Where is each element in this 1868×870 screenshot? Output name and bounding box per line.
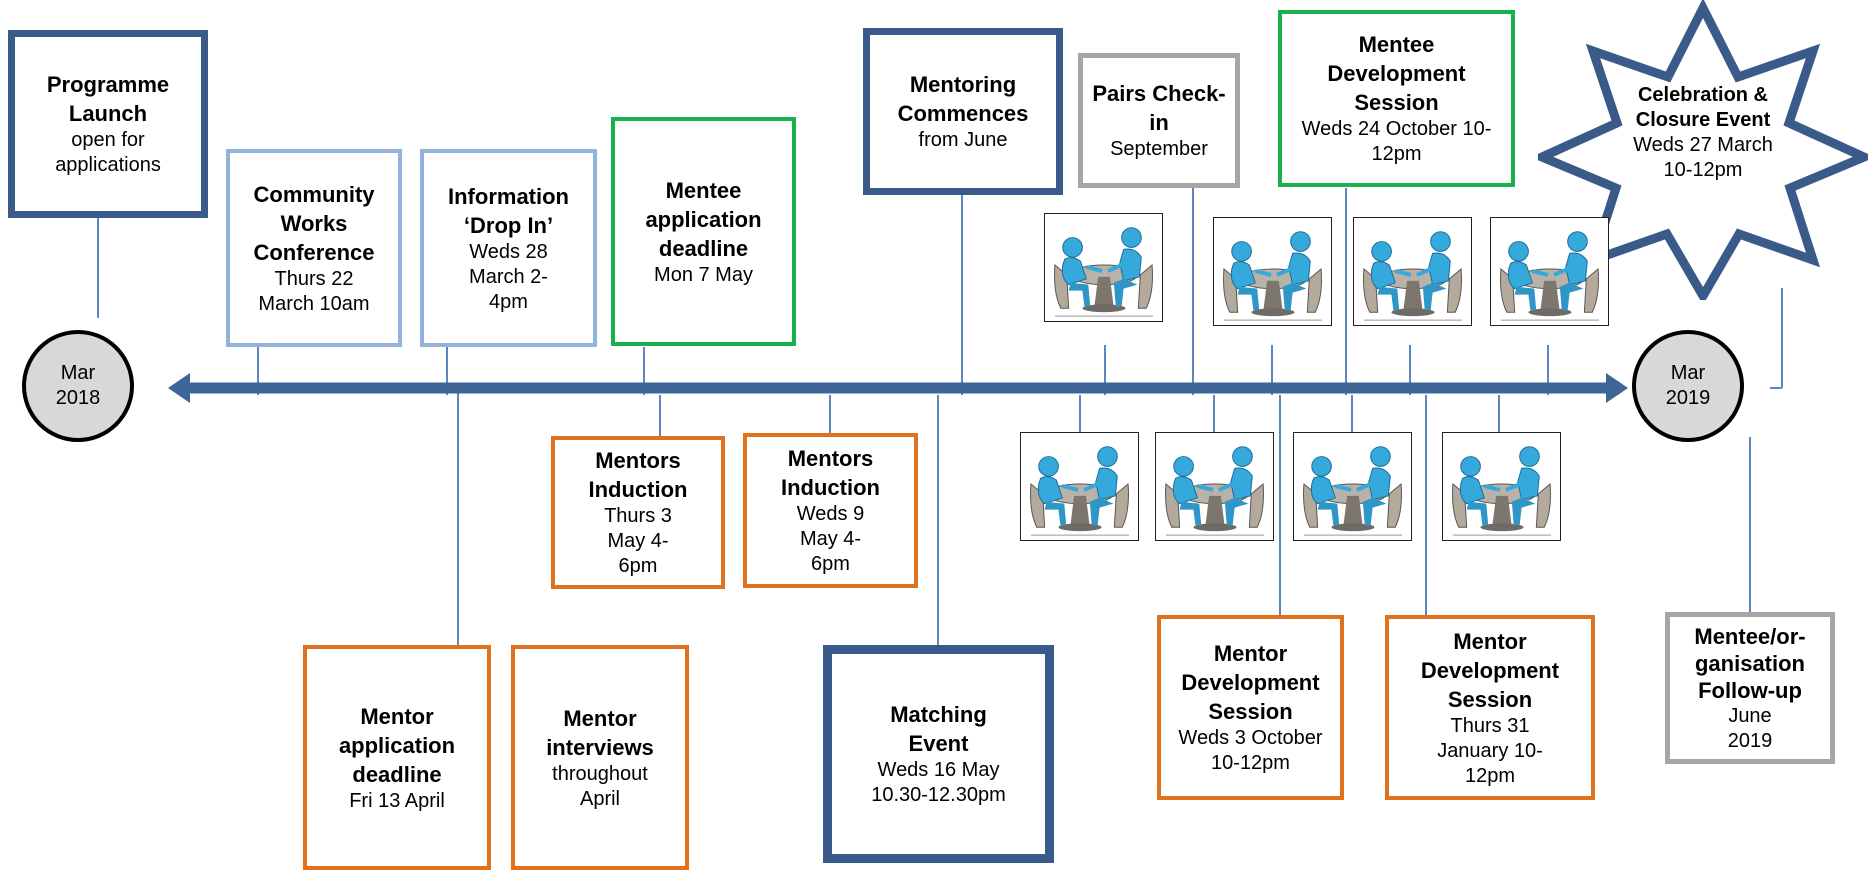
box-detail: Mon 7 May — [654, 263, 753, 286]
meeting-picture — [1020, 432, 1139, 541]
meeting-picture — [1044, 213, 1163, 322]
timeline-start-marker: Mar 2018 — [22, 330, 134, 442]
box-detail: open for applications — [55, 129, 161, 176]
mentoring-meeting-icon — [1052, 225, 1156, 319]
meeting-picture — [1293, 432, 1412, 541]
box-detail: throughout April — [552, 762, 648, 810]
box-title: Mentor Development Session — [1181, 641, 1320, 724]
follow-up-box: Mentee/or-ganisation Follow-up June 2019 — [1665, 612, 1835, 764]
box-title: Mentor application deadline — [338, 703, 456, 787]
box-detail: September — [1110, 138, 1208, 160]
box-title: Mentee/or-ganisation Follow-up — [1694, 623, 1806, 703]
timeline-end-label: Mar 2019 — [1665, 362, 1711, 409]
info-drop-in-box: Information ‘Drop In’ Weds 28 March 2-4p… — [420, 149, 597, 347]
box-detail: Weds 16 May 10.30-12.30pm — [871, 759, 1006, 806]
mentee-deadline-box: Mentee application deadline Mon 7 May — [611, 117, 796, 346]
box-title: Mentee application deadline — [645, 177, 762, 261]
box-title: Community Works Conference — [253, 181, 375, 265]
mentors-induction-2-box: Mentors Induction Weds 9 May 4-6pm — [743, 433, 918, 588]
box-title: Matching Event — [890, 702, 987, 756]
mentoring-meeting-icon — [1163, 444, 1267, 538]
mentors-induction-1-box: Mentors Induction Thurs 3 May 4-6pm — [551, 436, 725, 589]
mentor-dev-2-box: Mentor Development Session Thurs 31 Janu… — [1385, 615, 1595, 800]
mentoring-meeting-icon — [1498, 229, 1602, 323]
celebration-star-shape — [1538, 0, 1868, 300]
meeting-picture — [1353, 217, 1472, 326]
box-title: Mentee Development Session — [1327, 32, 1466, 115]
meeting-picture — [1155, 432, 1274, 541]
mentoring-commences-box: Mentoring Commences from June — [863, 28, 1063, 195]
box-detail: Weds 3 October 10-12pm — [1178, 727, 1323, 774]
box-detail: June 2019 — [1727, 704, 1773, 752]
box-detail: Thurs 31 January 10-12pm — [1437, 714, 1543, 787]
pairs-checkin-box: Pairs Check-in September — [1078, 53, 1240, 188]
box-title: Information ‘Drop In’ — [448, 183, 569, 238]
mentoring-meeting-icon — [1450, 444, 1554, 538]
mentee-dev-session-box: Mentee Development Session Weds 24 Octob… — [1278, 10, 1515, 187]
mentor-dev-1-box: Mentor Development Session Weds 3 Octobe… — [1157, 615, 1344, 800]
mentoring-meeting-icon — [1361, 229, 1465, 323]
box-title: Mentor interviews — [546, 705, 654, 760]
mentoring-meeting-icon — [1028, 444, 1132, 538]
box-detail: Thurs 3 May 4-6pm — [604, 505, 672, 577]
box-title: Pairs Check-in — [1092, 81, 1226, 135]
box-detail: Weds 9 May 4-6pm — [796, 503, 865, 575]
box-title: Mentors Induction — [588, 448, 688, 502]
meeting-picture — [1442, 432, 1561, 541]
box-detail: Thurs 22 March 10am — [258, 267, 370, 315]
timeline-start-label: Mar 2018 — [55, 362, 101, 409]
celebration-closure-text: Celebration & Closure Event Weds 27 Marc… — [1620, 83, 1786, 183]
box-title: Programme Launch — [46, 72, 170, 126]
mentor-interviews-box: Mentor interviews throughout April — [511, 645, 689, 870]
star-title: Celebration & Closure Event — [1635, 84, 1771, 131]
mentoring-meeting-icon — [1301, 444, 1405, 538]
box-detail: from June — [918, 129, 1008, 151]
programme-launch-box: Programme Launch open for applications — [8, 30, 208, 218]
meeting-picture — [1490, 217, 1609, 326]
mentor-deadline-box: Mentor application deadline Fri 13 April — [303, 645, 491, 870]
box-detail: Fri 13 April — [349, 789, 445, 812]
box-detail: Weds 28 March 2-4pm — [469, 240, 548, 313]
box-title: Mentoring Commences — [897, 72, 1029, 126]
star-detail: Weds 27 March 10-12pm — [1633, 134, 1773, 181]
matching-event-box: Matching Event Weds 16 May 10.30-12.30pm — [823, 645, 1054, 863]
box-title: Mentors Induction — [781, 446, 880, 500]
mentoring-meeting-icon — [1221, 229, 1325, 323]
timeline-end-marker: Mar 2019 — [1632, 330, 1744, 442]
box-title: Mentor Development Session — [1420, 628, 1560, 712]
box-detail: Weds 24 October 10-12pm — [1301, 118, 1492, 165]
community-works-box: Community Works Conference Thurs 22 Marc… — [226, 149, 402, 347]
meeting-picture — [1213, 217, 1332, 326]
